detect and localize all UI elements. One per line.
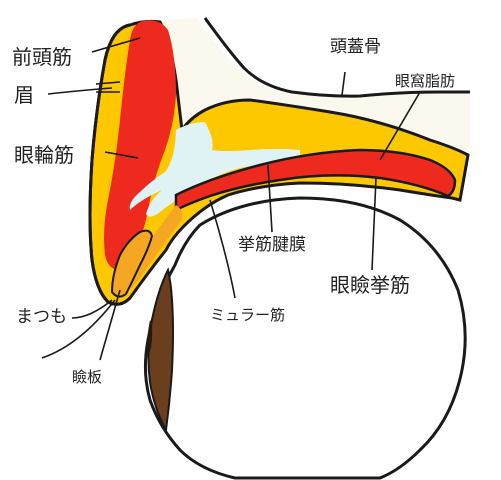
leader-eyelash	[71, 299, 113, 319]
label-skull: 頭蓋骨	[330, 37, 381, 57]
label-frontalis: 前頭筋	[12, 45, 72, 69]
leader-muller	[209, 199, 236, 299]
label-levator: 眼瞼挙筋	[330, 273, 410, 297]
leader-lines	[41, 37, 421, 361]
leader-orbital-fat	[379, 91, 421, 161]
leader-levator	[371, 177, 377, 271]
eyeball-icon	[143, 196, 467, 480]
pupil-icon	[148, 320, 153, 352]
leader-eyelash-2	[41, 299, 116, 359]
label-tarsus: 瞼板	[72, 368, 102, 386]
eyelid-skin-outline	[88, 23, 132, 306]
label-muller: ミュラー筋	[210, 306, 285, 324]
leader-skull	[341, 71, 346, 96]
label-orbicularis: 眼輪筋	[14, 143, 74, 167]
levator-muscle	[174, 148, 457, 213]
skull-outline	[203, 17, 470, 98]
leader-frontalis	[91, 37, 141, 53]
label-aponeurosis: 挙筋腱膜	[238, 235, 306, 255]
leader-orbicularis	[104, 151, 139, 159]
tarsus-plate	[110, 229, 154, 298]
iris-icon	[147, 267, 174, 434]
label-eyelash: まつも	[16, 307, 67, 327]
leader-aponeurosis	[267, 164, 273, 233]
frontalis-muscle	[104, 20, 176, 271]
leader-eyebrow	[47, 87, 113, 95]
leader-tarsus	[99, 289, 121, 361]
label-orbital-fat: 眼窩脂肪	[395, 72, 455, 90]
label-eyebrow: 眉	[14, 83, 34, 107]
leader-eyebrow-hair1	[95, 81, 121, 85]
aponeurosis-tendon	[129, 122, 300, 217]
muller-muscle	[128, 205, 183, 288]
